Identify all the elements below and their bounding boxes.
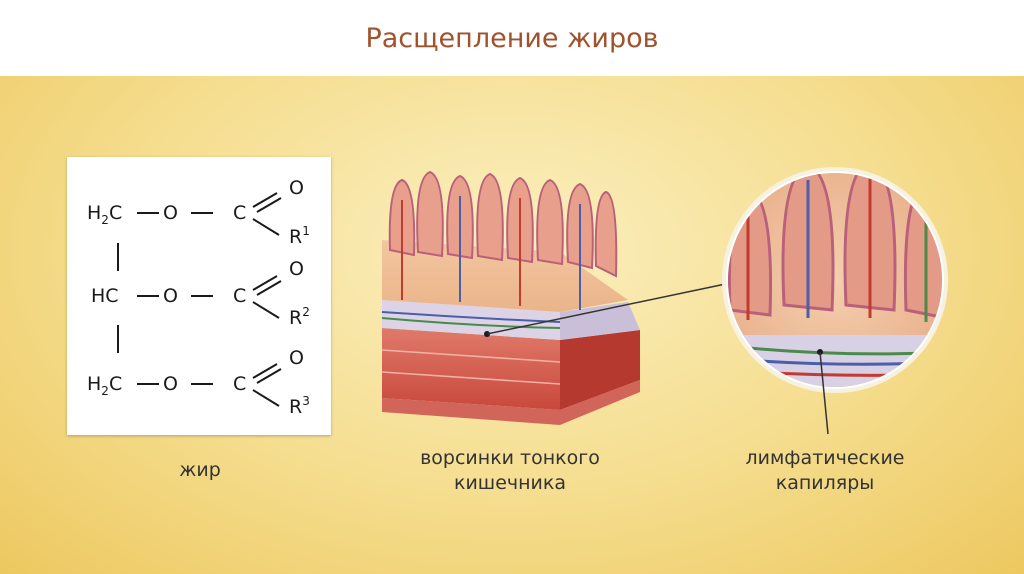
caption-lymph: лимфатические капиляры — [710, 446, 940, 496]
muscle-layer-outer — [382, 328, 560, 410]
formula-row-1-group-sub: 2 — [101, 213, 109, 227]
title-bar: Расщепление жиров — [0, 0, 1024, 76]
svg-text:R1: R1 — [289, 224, 310, 248]
formula-row-1-oxygen: O — [163, 202, 178, 224]
formula-row-1-carbon: C — [233, 202, 246, 224]
magnified-lymphatic-capillaries — [722, 167, 948, 435]
formula-row-3: H2C O C O R3 — [87, 347, 310, 418]
formula-row-2-carbonyl-oxygen: O — [289, 258, 304, 280]
formula-row-3-group-end: C — [109, 373, 122, 395]
double-bond — [256, 197, 282, 213]
formula-row-1-radical: R — [289, 226, 302, 248]
slide-title: Расщепление жиров — [365, 22, 659, 54]
caption-villi-line-1: ворсинки тонкого — [420, 447, 600, 469]
magnify-pointer-line — [486, 281, 736, 335]
muscle-layer-side — [560, 330, 640, 410]
formula-row-1-carbonyl-oxygen: O — [289, 177, 304, 199]
formula-row-1: H2C O C O R1 — [87, 177, 310, 248]
double-bond — [252, 275, 278, 291]
formula-row-3-radical-index: 3 — [302, 394, 310, 408]
formula-row-1-group: H — [87, 202, 101, 224]
formula-row-3-radical: R — [289, 396, 302, 418]
formula-row-1-group-end: C — [109, 202, 122, 224]
formula-row-3-group: H — [87, 373, 101, 395]
formula-row-2-group: HC — [91, 285, 119, 307]
caption-villi: ворсинки тонкого кишечника — [385, 446, 635, 496]
double-bond — [256, 368, 282, 384]
double-bond — [252, 363, 278, 379]
formula-row-1-radical-index: 1 — [302, 224, 310, 238]
formula-row-2-radical: R — [289, 307, 302, 329]
formula-row-3-group-sub: 2 — [101, 384, 109, 398]
formula-row-3-carbon: C — [233, 373, 246, 395]
lymph-pointer-line — [819, 351, 829, 435]
formula-row-2-radical-index: 2 — [302, 305, 310, 319]
caption-lymph-line-2: капиляры — [775, 472, 875, 494]
svg-text:R2: R2 — [289, 305, 310, 329]
formula-row-2-oxygen: O — [163, 285, 178, 307]
serosa-layer — [382, 380, 640, 425]
double-bond — [252, 192, 278, 208]
caption-fat-text: жир — [179, 459, 221, 481]
double-bond — [256, 280, 282, 296]
formula-row-2: HC O C O R2 — [91, 258, 310, 329]
formula-row-3-carbonyl-oxygen: O — [289, 347, 304, 369]
villi-row — [388, 170, 618, 278]
formula-row-2-carbon: C — [233, 285, 246, 307]
bond — [252, 218, 280, 236]
triglyceride-formula: H2C O C O R1 HC O C O R2 H2C — [87, 177, 310, 418]
svg-text:R3: R3 — [289, 394, 310, 418]
caption-villi-line-2: кишечника — [453, 472, 566, 494]
caption-lymph-line-1: лимфатические — [745, 447, 905, 469]
mucosa-layer — [382, 240, 628, 312]
submucosa-layer — [382, 300, 560, 340]
svg-text:H2C: H2C — [87, 373, 122, 398]
intestinal-villi-illustration — [381, 170, 640, 425]
triglyceride-formula-card: H2C O C O R1 HC O C O R2 H2C — [67, 157, 331, 435]
caption-fat: жир — [145, 458, 255, 483]
bond — [252, 301, 280, 319]
svg-text:H2C: H2C — [87, 202, 122, 227]
formula-row-3-oxygen: O — [163, 373, 178, 395]
bond — [252, 389, 280, 407]
